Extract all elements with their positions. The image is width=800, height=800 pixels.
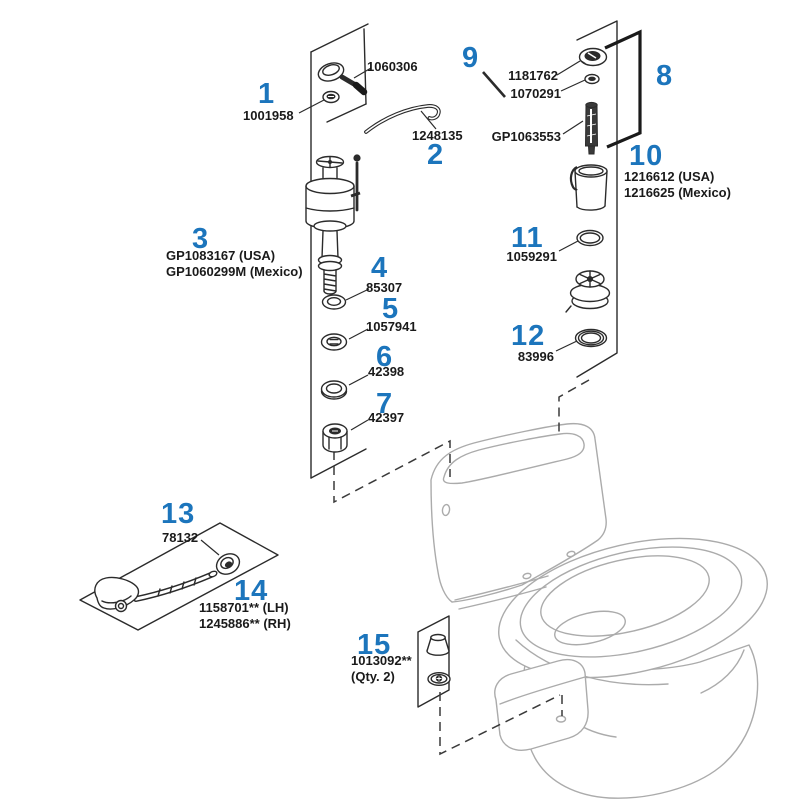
part-label-1013092: 1013092** — [351, 653, 412, 668]
part-label-1070291: 1070291 — [510, 86, 561, 101]
callout-number-9: 9 — [462, 42, 480, 74]
toilet-drawing — [430, 422, 768, 799]
part-label-gp1063553: GP1063553 — [491, 129, 561, 144]
callout-number-3: 3 — [192, 223, 210, 255]
actuator-cap-drawing — [578, 47, 608, 67]
part-label-42398: 42398 — [368, 364, 405, 379]
callout-number-13: 13 — [161, 498, 196, 530]
part-label-1057941: 1057941 — [366, 319, 417, 334]
nut-42397-drawing — [322, 423, 348, 453]
callout-number-6: 6 — [376, 341, 394, 373]
callout-number-2: 2 — [427, 139, 445, 171]
callout-number-8: 8 — [656, 60, 674, 92]
canister-drawing — [569, 164, 608, 211]
part-label-1013092-qty: (Qty. 2) — [351, 668, 395, 684]
callout-number-7: 7 — [376, 388, 394, 420]
part-label-83996: 83996 — [517, 349, 554, 364]
washer-1057941-drawing — [320, 333, 348, 351]
part-label-1248135: 1248135 — [412, 128, 463, 143]
part-label-1216612: 1216612 (USA) — [624, 169, 715, 184]
base-bolt-hole — [555, 715, 567, 723]
part-label-group-14: 1158701** (LH) 1245886** (RH) — [199, 600, 291, 631]
callout-number-12: 12 — [511, 320, 546, 352]
group-8-bracket — [604, 29, 642, 149]
bolt-cap-drawing — [426, 633, 450, 656]
callout-number-4: 4 — [371, 252, 389, 284]
callout-number-11: 11 — [511, 222, 544, 254]
ring-42398-drawing — [320, 380, 348, 400]
part-label-1001958: 1001958 — [243, 108, 294, 123]
callout-number-15: 15 — [357, 629, 392, 661]
lever-panel-outline — [79, 522, 279, 631]
trip-lever-hole — [441, 503, 451, 517]
callout-number-5: 5 — [382, 293, 400, 325]
gasket-drawing — [574, 328, 608, 348]
callout-number-10: 10 — [629, 140, 664, 172]
dashed-assembly-lines — [333, 379, 590, 756]
part-label-gp1083167: GP1083167 (USA) — [166, 248, 276, 263]
flush-valve-drawing — [565, 270, 611, 313]
callout-number-1: 1 — [258, 78, 276, 110]
toilet-tank — [430, 422, 607, 603]
refill-tube-drawing — [364, 104, 441, 134]
part-label-78132: 78132 — [162, 530, 199, 545]
part-label-85307: 85307 — [366, 280, 403, 295]
part-label-1060306: 1060306 — [367, 59, 418, 74]
leader-lines — [200, 60, 586, 556]
part-label-gp1060299m: GP1060299M (Mexico) — [166, 263, 303, 279]
tank-lever-drawing — [317, 62, 368, 96]
lever-nut-drawing — [215, 553, 241, 575]
o-ring-drawing — [576, 229, 604, 247]
part-label-42397: 42397 — [368, 410, 405, 425]
part-label-1059291: 1059291 — [506, 249, 557, 264]
part-label-1216625: 1216625 (Mexico) — [624, 184, 731, 200]
toilet-foot — [494, 658, 589, 751]
bolt-washer-drawing — [427, 672, 451, 687]
callout-number-14: 14 — [234, 575, 269, 607]
part-label-1158701: 1158701** (LH) — [199, 600, 289, 615]
actuator-washer-drawing — [584, 73, 600, 85]
lever-mount-nut-drawing — [322, 90, 340, 104]
washer-85307-drawing — [321, 294, 347, 310]
part-label-group-15: 1013092** (Qty. 2) — [351, 653, 412, 684]
bolt-cap-panel-outline — [417, 615, 450, 708]
actuator-rod-drawing — [584, 101, 599, 155]
part-label-group-10: 1216612 (USA) 1216625 (Mexico) — [624, 169, 731, 200]
right-panel-outline — [576, 20, 618, 378]
part-label-1181762: 1181762 — [508, 68, 558, 83]
fill-valve-drawing — [305, 154, 361, 295]
part-label-group-3: GP1083167 (USA) GP1060299M (Mexico) — [166, 248, 303, 279]
part-label-1245886: 1245886** (RH) — [199, 615, 291, 631]
trip-lever-arm-drawing — [94, 570, 218, 613]
